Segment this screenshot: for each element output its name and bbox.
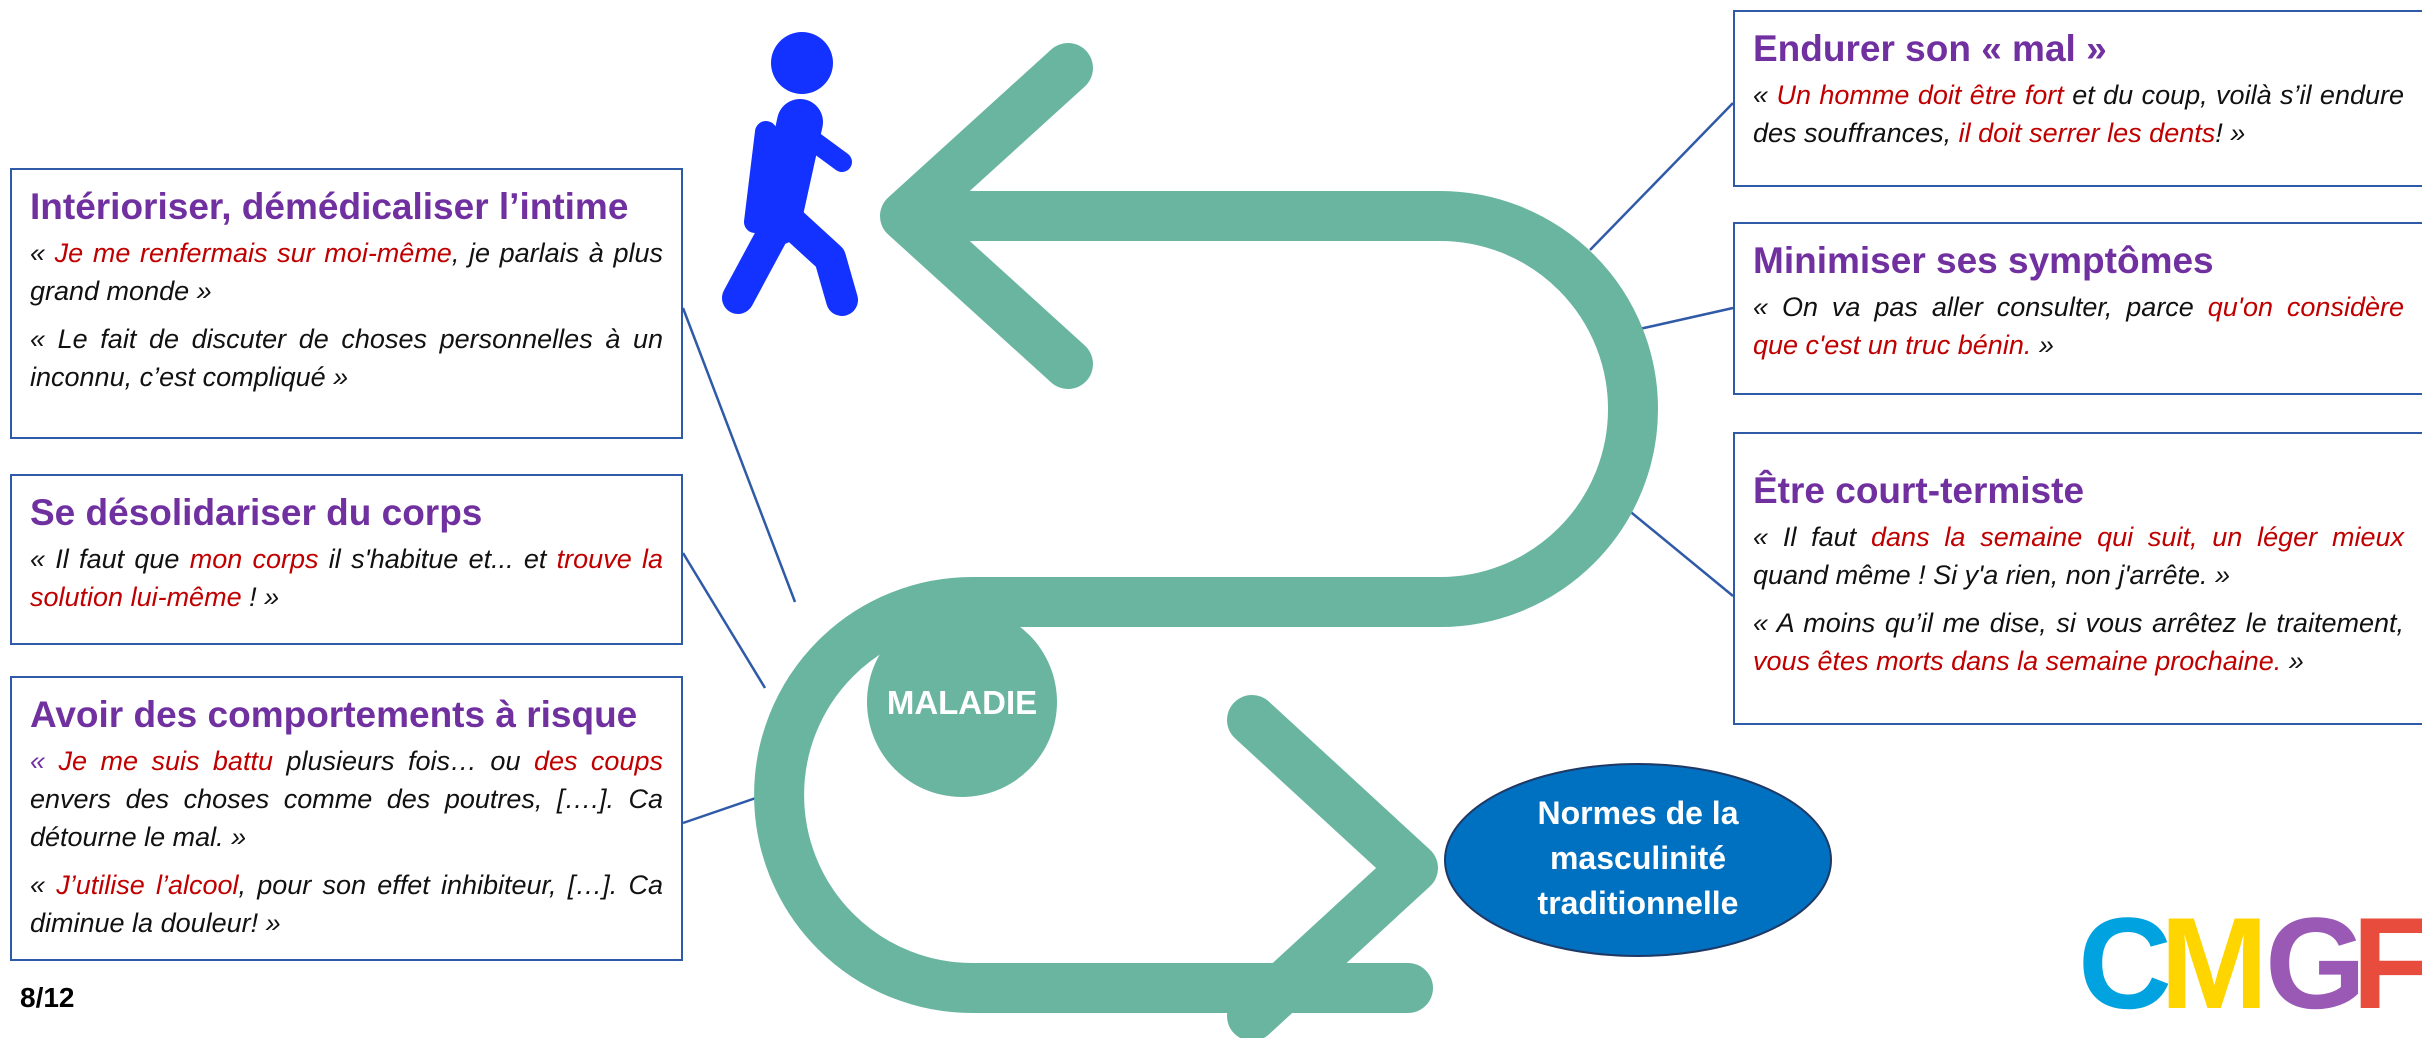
normes-label-line-1: Normes de la xyxy=(1538,795,1739,831)
box-minimiser: Minimiser ses symptômes « On va pas alle… xyxy=(1733,222,2422,395)
logo-letter-f: F xyxy=(2352,890,2422,1036)
box-title: Être court-termiste xyxy=(1753,470,2085,511)
connector-desolidariser xyxy=(681,552,767,689)
connector-interioriser xyxy=(681,307,797,603)
box-title: Intérioriser, démédicaliser l’intime xyxy=(30,186,629,227)
box-quote: « A moins qu’il me dise, si vous arrêtez… xyxy=(1753,608,2404,676)
path-arrow-body xyxy=(754,191,1658,1013)
box-quote: « Le fait de discuter de choses personne… xyxy=(30,324,663,392)
box-quote: « On va pas aller consulter, parce qu'on… xyxy=(1753,292,2404,360)
box-title: Endurer son « mal » xyxy=(1753,28,2107,69)
logo-letter-c: C xyxy=(2078,890,2172,1036)
maladie-circle xyxy=(867,607,1057,797)
box-quote: « J’utilise l’alcool, pour son effet inh… xyxy=(30,870,663,938)
box-endurer: Endurer son « mal » « Un homme doit être… xyxy=(1733,10,2422,187)
box-quote: « Je me renfermais sur moi-même, je parl… xyxy=(30,238,663,306)
box-title: Se désolidariser du corps xyxy=(30,492,483,533)
page-number: 8/12 xyxy=(20,982,75,1013)
box-quote: « Il faut que mon corps il s'habitue et.… xyxy=(30,544,664,612)
box-quote: « Je me suis battu plusieurs fois… ou de… xyxy=(30,746,663,852)
maladie-label: MALADIE xyxy=(887,684,1037,721)
connector-lines xyxy=(681,102,1734,825)
path-arrow xyxy=(754,43,1658,1038)
box-quote: « Un homme doit être fort et du coup, vo… xyxy=(1753,80,2404,148)
box-desolidariser: Se désolidariser du corps « Il faut que … xyxy=(10,474,683,645)
logo-letter-g: G xyxy=(2265,890,2366,1036)
logo-letter-m: M xyxy=(2160,890,2268,1036)
box-risque: Avoir des comportements à risque « Je me… xyxy=(10,676,683,961)
walking-person-icon xyxy=(722,32,858,316)
box-title: Minimiser ses symptômes xyxy=(1753,240,2214,281)
box-interioriser: Intérioriser, démédicaliser l’intime « J… xyxy=(10,168,683,439)
arrowhead-left xyxy=(880,43,1093,389)
cmgf-logo: C M G F xyxy=(2078,890,2422,1036)
connector-minimiser xyxy=(1634,306,1734,332)
box-court: Être court-termiste « Il faut dans la se… xyxy=(1733,432,2422,725)
connector-endurer xyxy=(1589,102,1734,251)
arrowhead-right xyxy=(1227,695,1438,1038)
normes-ellipse xyxy=(1444,763,1832,957)
box-quote: « Il faut dans la semaine qui suit, un l… xyxy=(1753,522,2404,590)
normes-label-line-3: traditionnelle xyxy=(1538,885,1739,921)
box-title: Avoir des comportements à risque xyxy=(30,694,638,735)
normes-label-line-2: masculinité xyxy=(1550,840,1726,876)
